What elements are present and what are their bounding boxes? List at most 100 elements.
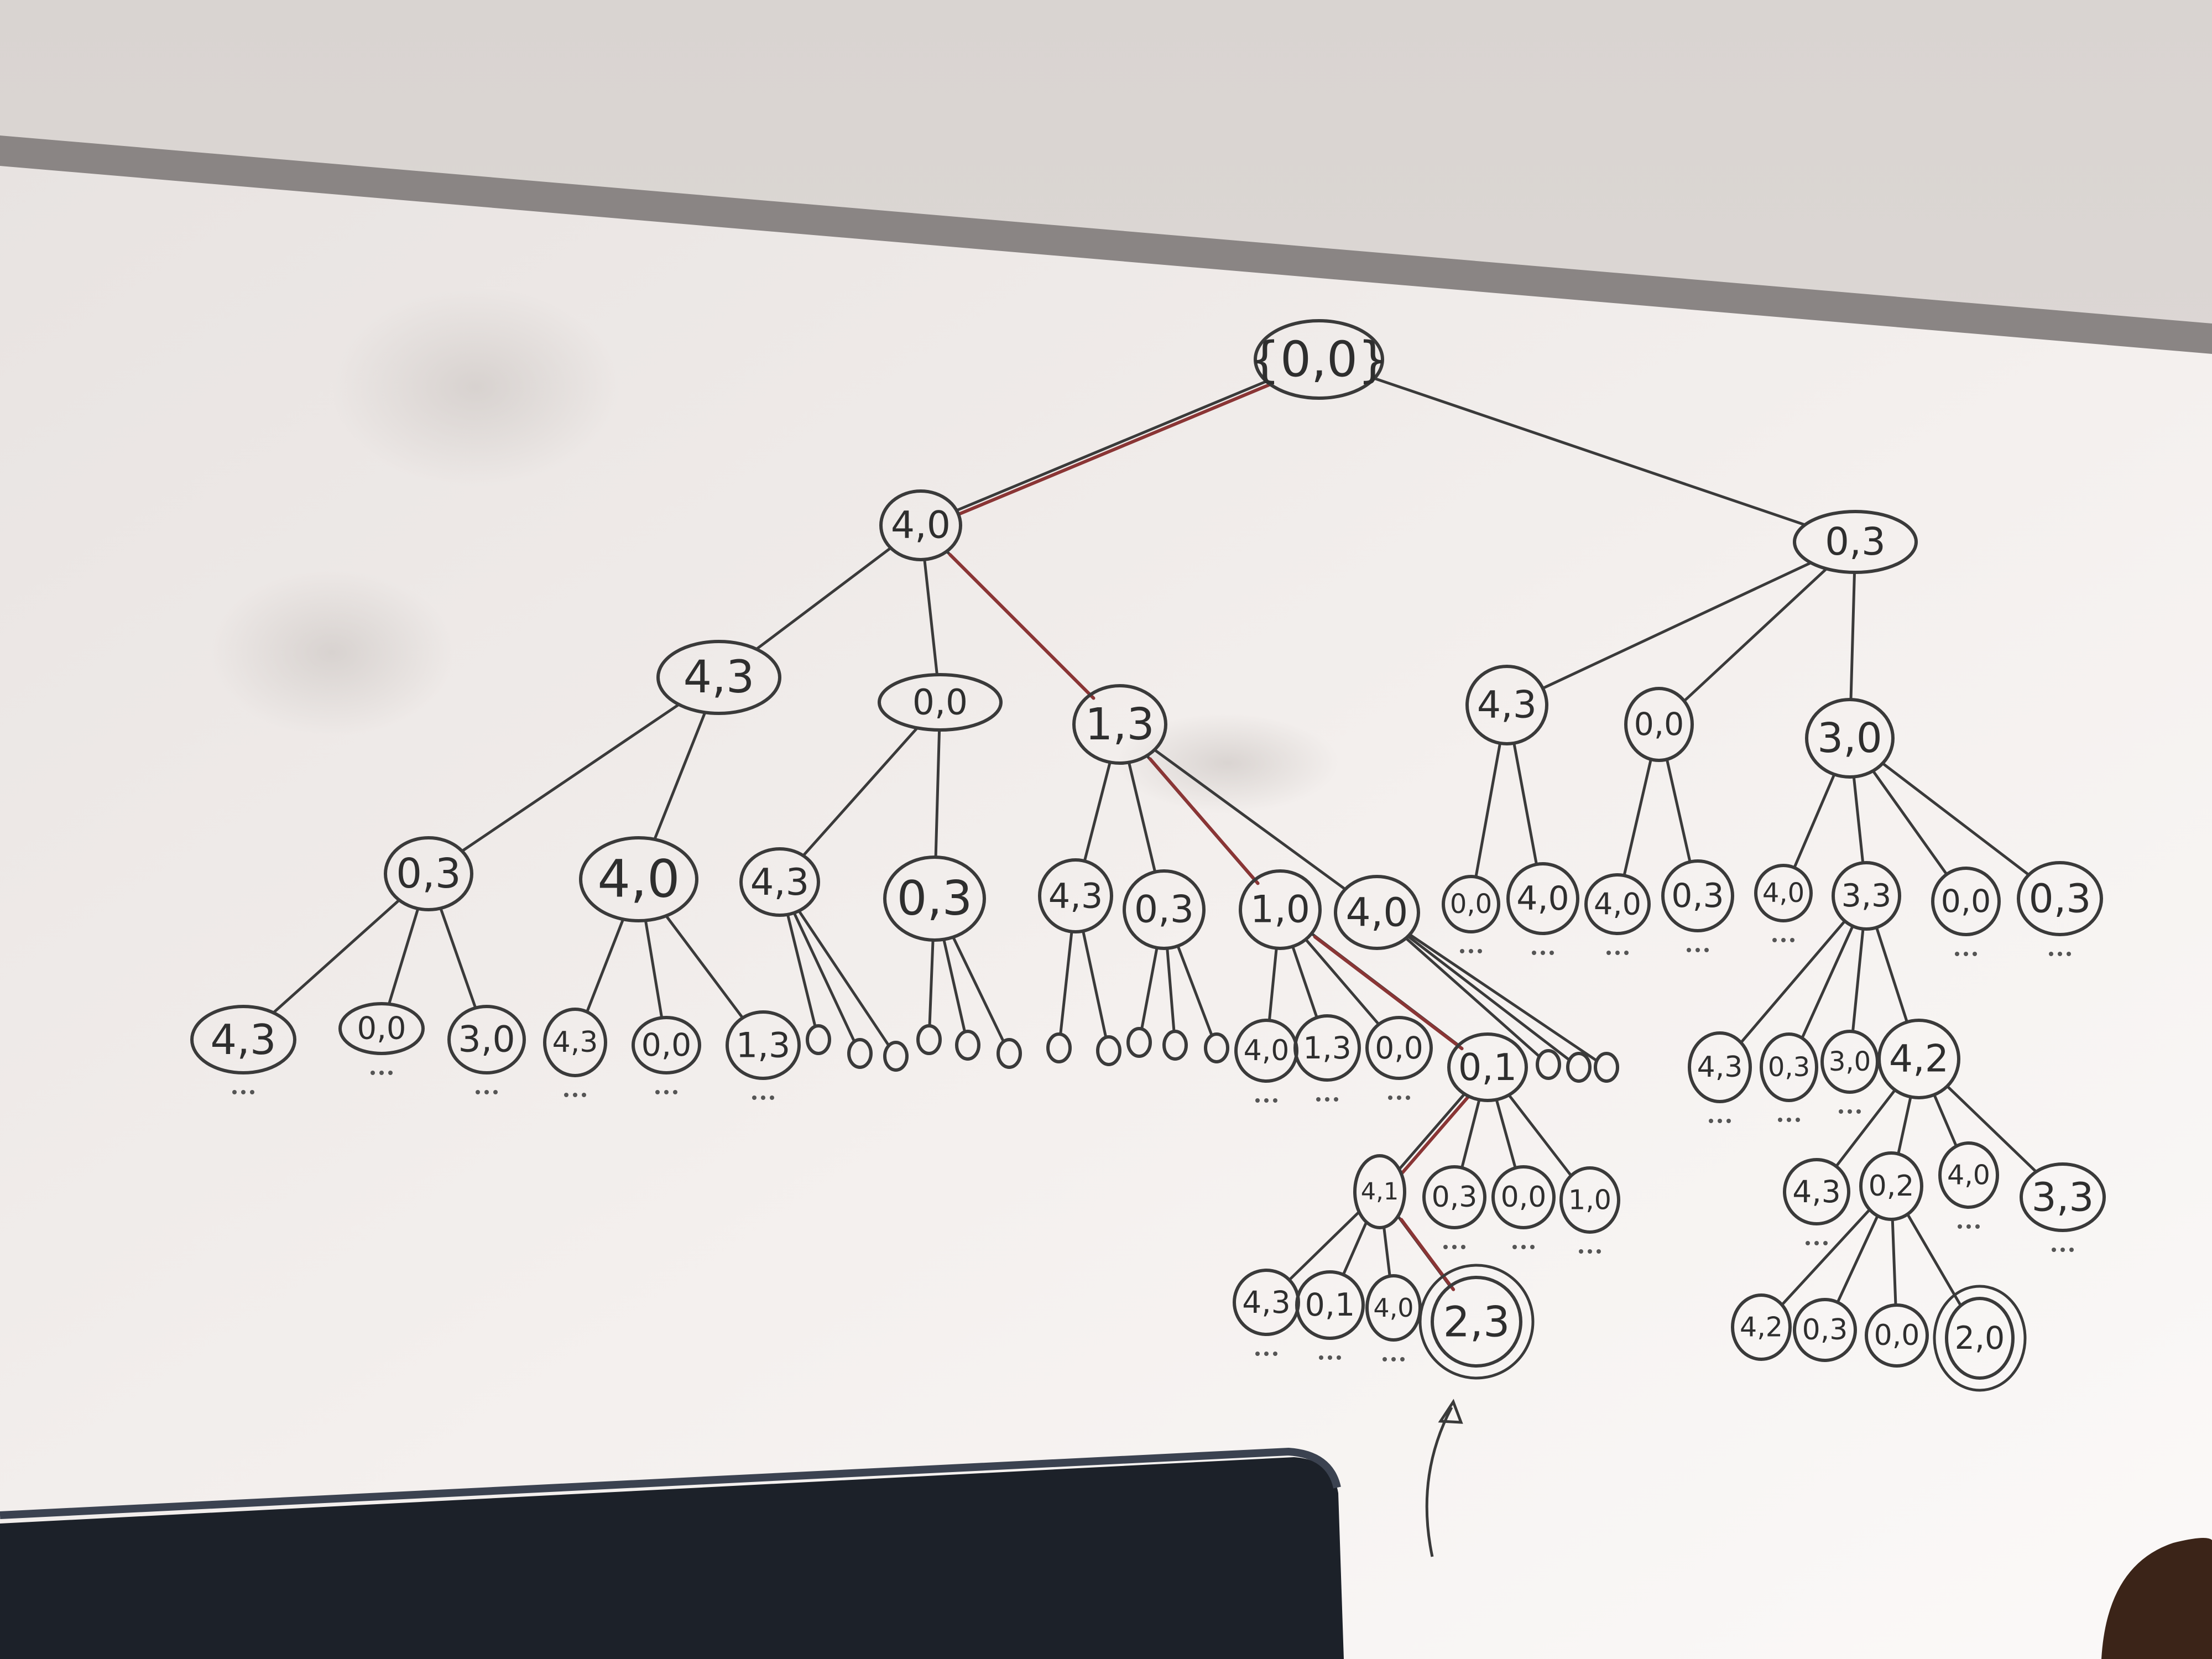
ellipsis-dot [1530, 1245, 1535, 1249]
tree-edge [1507, 1093, 1573, 1177]
ellipsis-dot [1687, 948, 1691, 952]
node-circle [338, 1002, 425, 1055]
node-label: 0,3 [2029, 876, 2091, 922]
tree-edge [955, 380, 1268, 512]
state-node: 0,3 [1760, 1032, 1818, 1102]
state-node: 4,0 [879, 489, 962, 561]
tree-edge [1397, 1092, 1466, 1171]
tree-edge [1059, 930, 1073, 1036]
tree-edge [923, 558, 938, 676]
ellipsis-dot [1709, 1119, 1713, 1123]
node-label: 1,3 [1303, 1030, 1351, 1066]
goal-arrow-head [1438, 1399, 1463, 1424]
highlighted-path-edge [958, 383, 1272, 515]
highlighted-path-edge [948, 553, 1095, 700]
tree-edge [272, 899, 401, 1014]
node-label: 4,3 [1697, 1051, 1743, 1084]
eraser-smudge [210, 570, 453, 735]
tree-edge [952, 936, 1005, 1044]
node-label: 4,0 [597, 849, 680, 910]
ellipsis-dot [1579, 1249, 1583, 1254]
ellipsis-dot [1541, 951, 1545, 955]
node-circle [1820, 1030, 1879, 1094]
tree-edge [1383, 1225, 1391, 1278]
unexpanded-node [1046, 1032, 1072, 1063]
state-node: 4,3 [1688, 1031, 1752, 1103]
node-label: 0,0 [1874, 1319, 1920, 1352]
node-label: {0,0} [1249, 331, 1389, 388]
ellipsis-dot [1273, 1098, 1277, 1103]
tree-edge [792, 911, 856, 1043]
state-node: 0,0 [632, 1016, 701, 1074]
node-label: 4,0 [1346, 890, 1408, 936]
node-circle [1072, 684, 1167, 765]
state-node: 0,3 [1661, 859, 1734, 932]
ellipsis-dot [1823, 1241, 1828, 1245]
tree-edge [1793, 773, 1836, 869]
node-label: 1,0 [1568, 1185, 1611, 1216]
node-label: 0,3 [1432, 1181, 1478, 1214]
ellipsis-dot [1848, 1109, 1852, 1114]
node-label: 0,0 [1941, 883, 1991, 920]
ellipsis-dot [1966, 1224, 1971, 1229]
tree-edge [1945, 1084, 2038, 1173]
ellipsis-dot [573, 1093, 577, 1097]
node-circle [1566, 1052, 1592, 1083]
ellipsis-dot [241, 1090, 246, 1094]
node-label: 0,3 [1671, 877, 1724, 915]
node-label: 0,1 [1458, 1046, 1517, 1089]
ellipsis-dot [1255, 1098, 1260, 1103]
node-label: 0,3 [396, 850, 461, 898]
node-label: 3,0 [458, 1019, 515, 1061]
node-circle [806, 1024, 831, 1055]
state-node: 4,3 [739, 847, 820, 917]
ellipsis-dot [1400, 1357, 1405, 1361]
ellipsis-dot [1787, 1118, 1791, 1122]
ellipsis-dot [1588, 1249, 1592, 1254]
node-label: 0,3 [1802, 1313, 1848, 1347]
tree-edge [1623, 758, 1652, 877]
ellipsis-dot [1383, 1357, 1387, 1361]
state-node: 0,0 [1624, 687, 1694, 762]
node-circle [543, 1008, 607, 1077]
node-circle [1661, 859, 1734, 932]
node-label: 3,3 [1841, 878, 1892, 914]
node-label: 0,1 [1305, 1287, 1355, 1323]
node-circle [1865, 1303, 1929, 1368]
unexpanded-node [1204, 1032, 1229, 1063]
state-node: 0,0 [878, 673, 1003, 732]
node-circle [1295, 1270, 1365, 1340]
node-circle [1254, 319, 1384, 400]
tree-edge [1460, 1098, 1481, 1170]
unexpanded-node [806, 1024, 831, 1055]
ellipsis-dot [564, 1093, 568, 1097]
highlighted-path-edge [1148, 757, 1260, 885]
state-node: 4,0 [1334, 875, 1420, 950]
node-circle [1239, 869, 1322, 950]
node-circle [1353, 1154, 1406, 1229]
ellipsis-dot [388, 1071, 393, 1075]
node-circle [1945, 1297, 2015, 1380]
node-circle [1365, 1274, 1422, 1342]
state-node: 1,3 [726, 1010, 801, 1080]
unexpanded-node [1536, 1049, 1561, 1080]
unexpanded-node [916, 1024, 942, 1055]
unexpanded-node [955, 1030, 980, 1061]
tree-edge [1871, 769, 1948, 876]
node-label: 4,0 [1762, 878, 1804, 909]
tree-edge [1304, 938, 1380, 1026]
ellipsis-dot [673, 1090, 677, 1094]
tree-edge [1153, 748, 1347, 891]
state-node: 4,3 [1783, 1158, 1850, 1225]
node-label: 4,0 [1947, 1160, 1990, 1191]
ellipsis-dot [1718, 1119, 1722, 1123]
ellipsis-dot [1319, 1355, 1323, 1360]
node-label: 1,0 [1250, 888, 1310, 932]
node-circle [1491, 1165, 1556, 1229]
state-node: 0,3 [1123, 869, 1206, 950]
tree-edge [1166, 947, 1176, 1033]
state-node: 3,0 [447, 1005, 526, 1074]
ellipsis-dot [1955, 952, 1959, 956]
ellipsis-dot [770, 1095, 774, 1100]
